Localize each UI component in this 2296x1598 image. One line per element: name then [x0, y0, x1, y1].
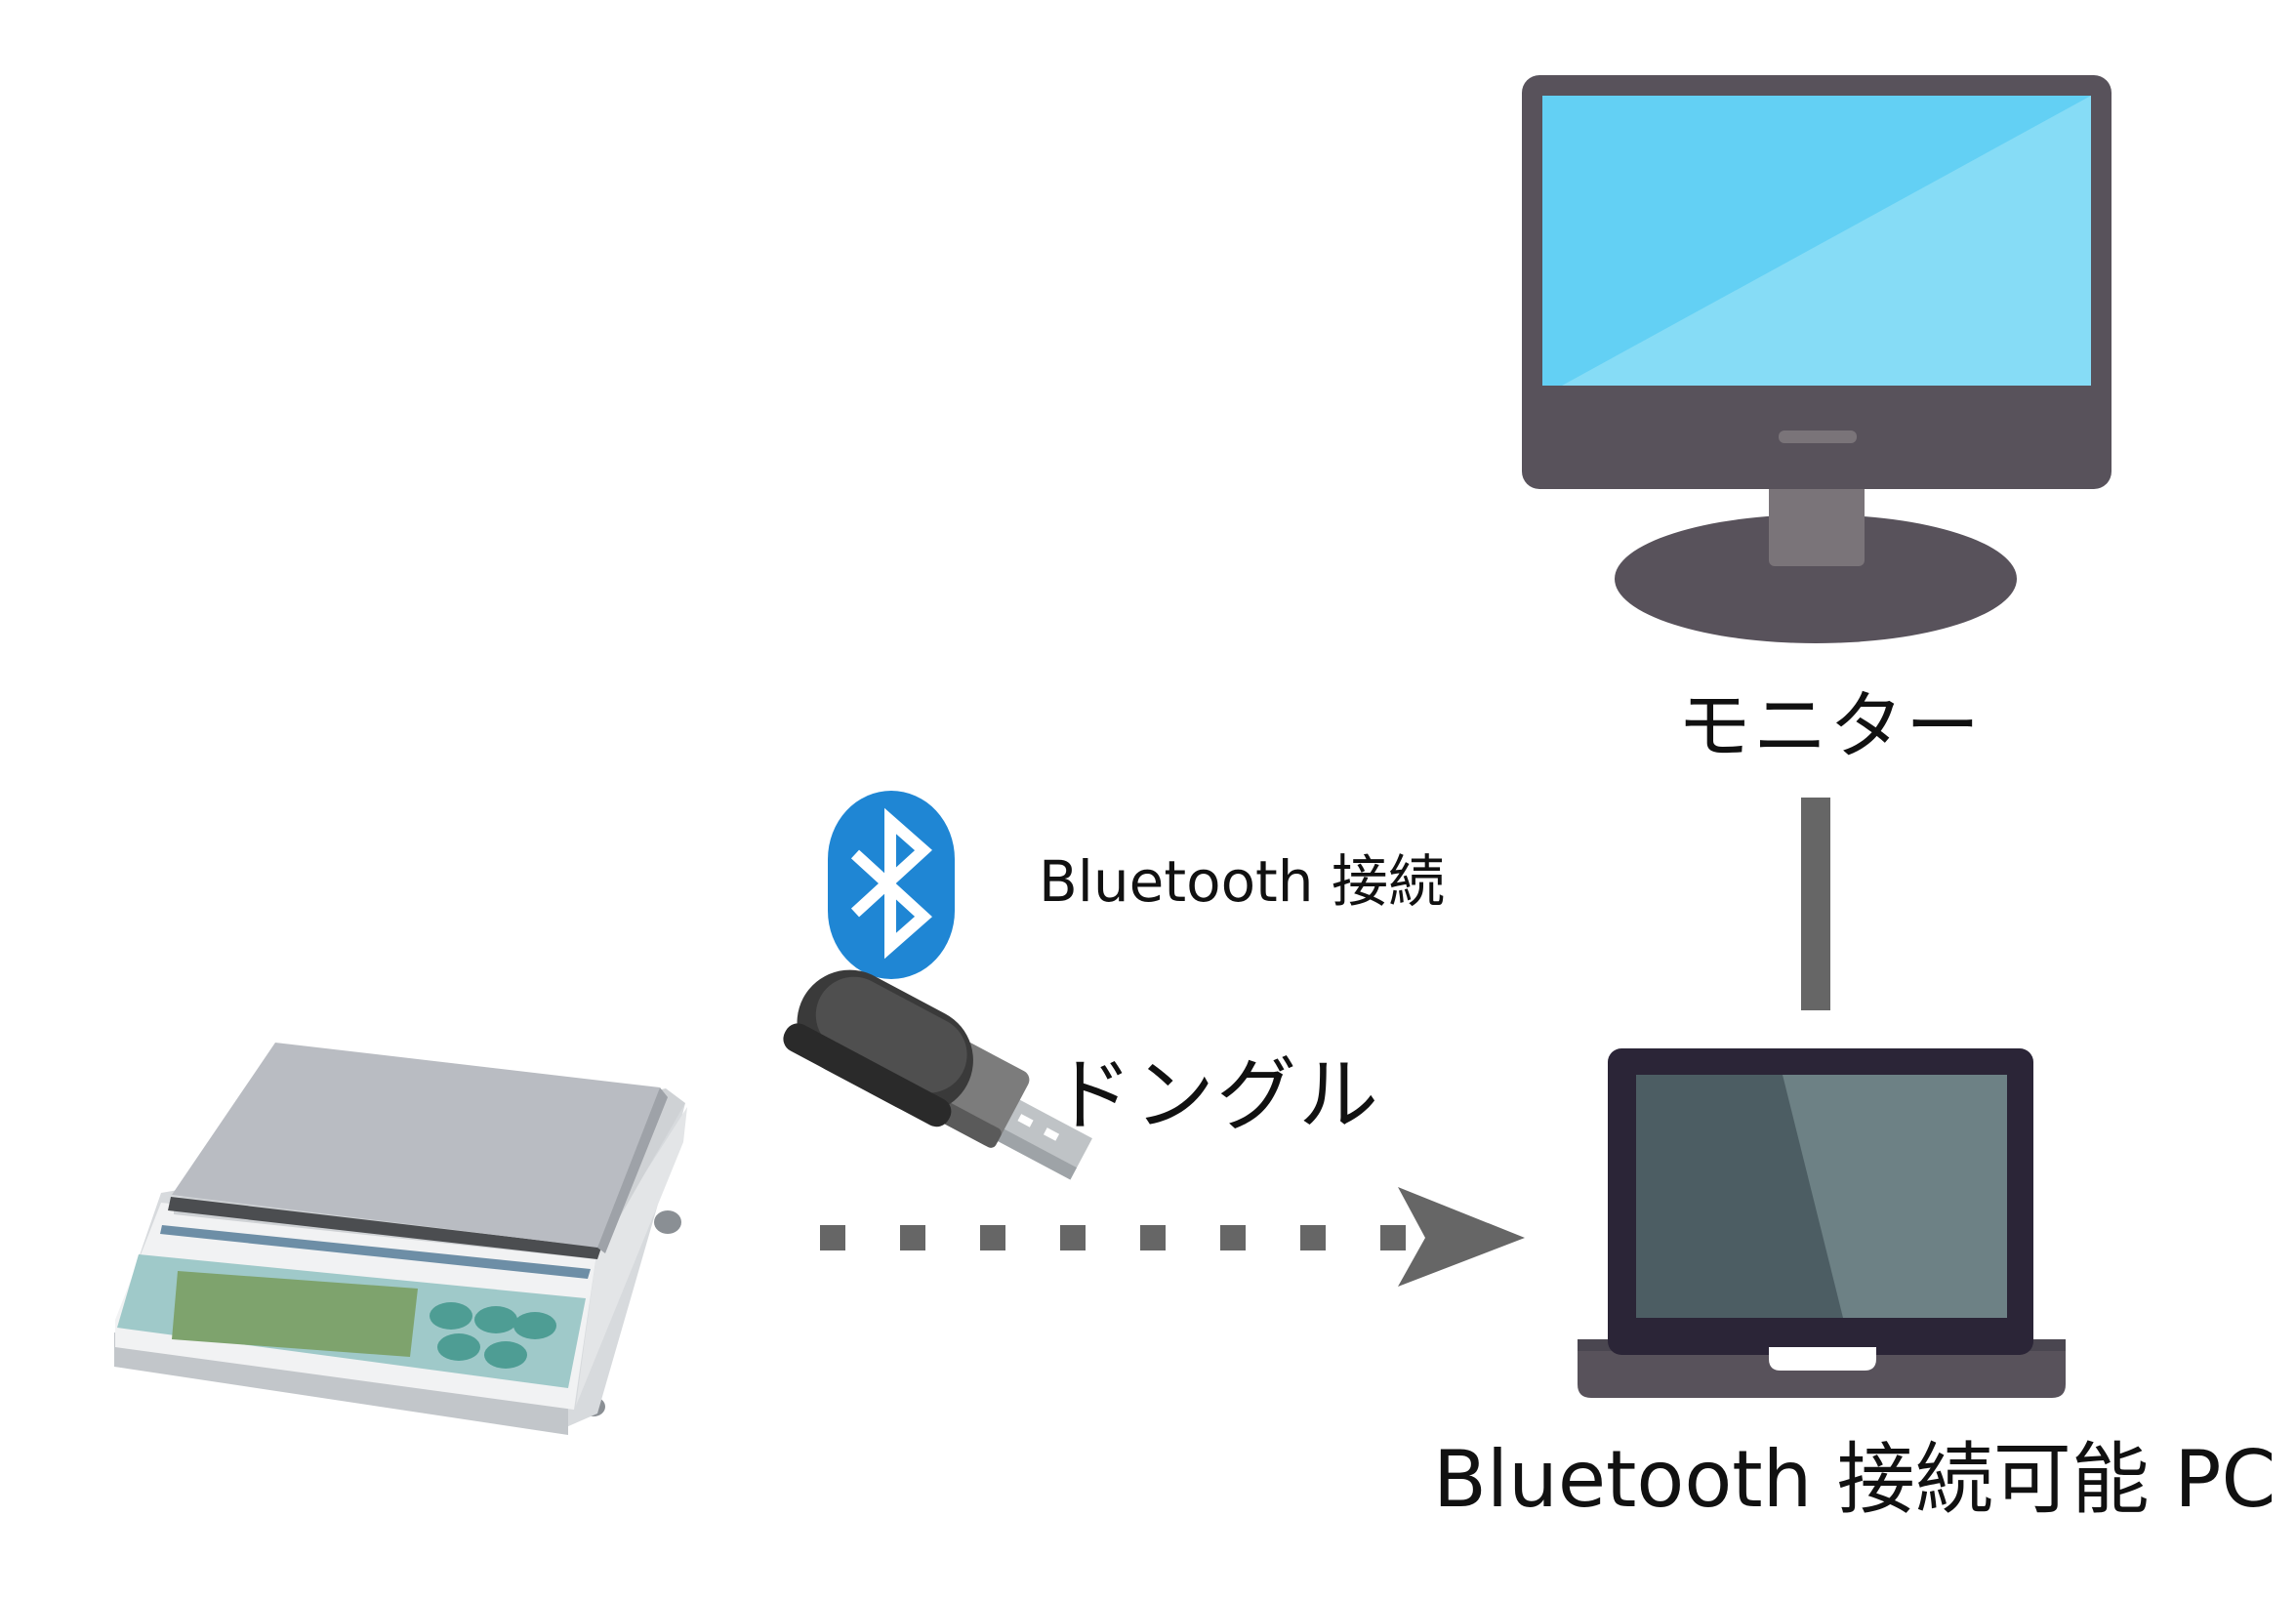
laptop-icon [1578, 1048, 2066, 1398]
dongle-label: ドングル [1052, 1049, 1381, 1142]
monitor-icon [1522, 75, 2112, 643]
bluetooth-connection-label: Bluetooth 接続 [1039, 848, 1445, 915]
bluetooth-icon [828, 791, 955, 979]
digital-scale-icon [114, 1043, 687, 1435]
pc-label: Bluetooth 接続可能 PC [1433, 1434, 2276, 1525]
monitor-label: モニター [1677, 682, 1982, 769]
monitor-connector-line [1801, 798, 1830, 1010]
usb-dongle-icon [783, 969, 1092, 1180]
dashed-arrow-icon [820, 1187, 1525, 1287]
